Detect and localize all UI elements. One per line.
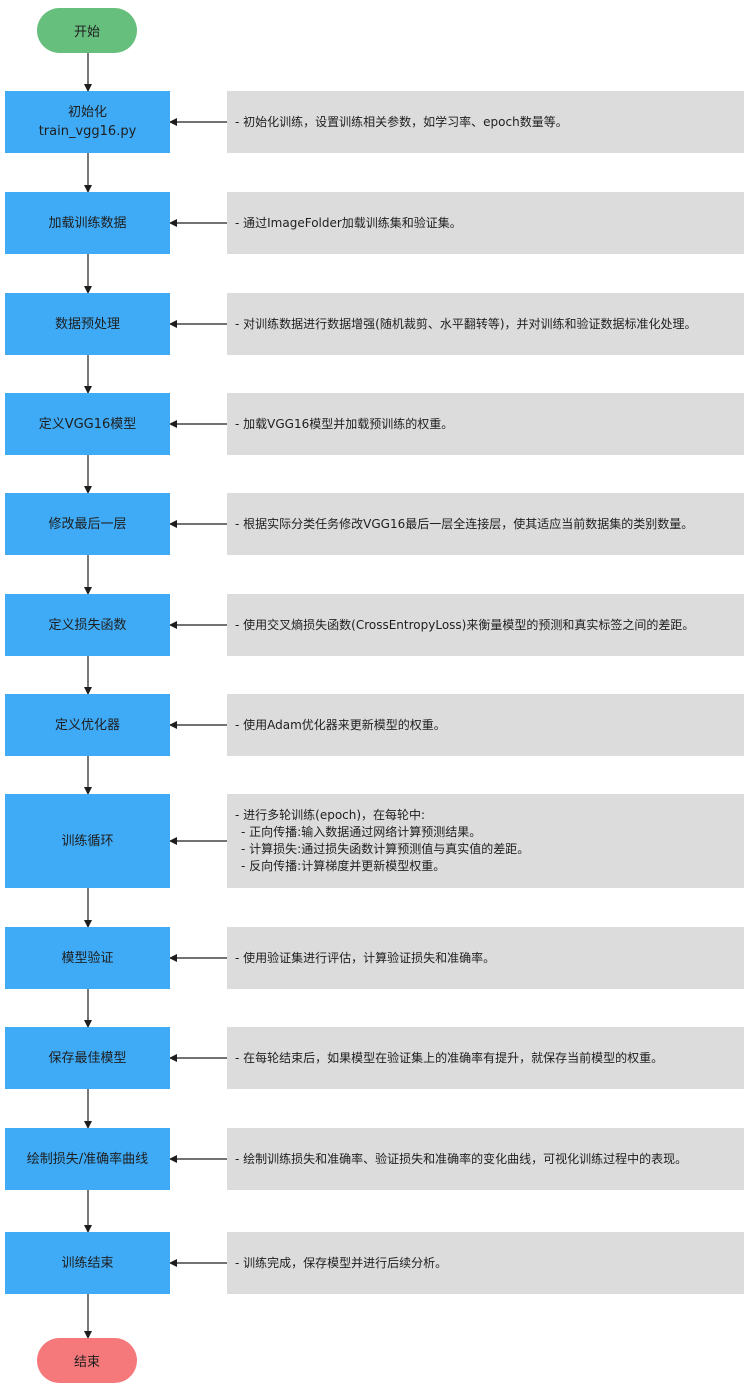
start-terminal: 开始 [37, 8, 137, 53]
step-box: 定义优化器 [5, 694, 170, 756]
step-sublabel: train_vgg16.py [38, 124, 137, 139]
end-terminal: 结束 [37, 1338, 137, 1383]
step-label: 修改最后一层 [48, 516, 127, 532]
step-box: 训练结束 [5, 1232, 170, 1294]
note-line: - 在每轮结束后，如果模型在验证集上的准确率有提升，就保存当前模型的权重。 [235, 1050, 664, 1065]
step-box: 修改最后一层 [5, 493, 170, 555]
step-box: 绘制损失/准确率曲线 [5, 1128, 170, 1190]
step-label: 训练循环 [61, 833, 114, 849]
step-note: - 使用交叉熵损失函数(CrossEntropyLoss)来衡量模型的预测和真实… [227, 594, 744, 656]
note-line: - 进行多轮训练(epoch)，在每轮中: [235, 808, 426, 822]
note-line: - 计算损失:通过损失函数计算预测值与真实值的差距。 [241, 842, 530, 856]
note-line: - 使用交叉熵损失函数(CrossEntropyLoss)来衡量模型的预测和真实… [235, 617, 695, 632]
step-box: 初始化 train_vgg16.py [5, 91, 170, 153]
step-note: - 根据实际分类任务修改VGG16最后一层全连接层，使其适应当前数据集的类别数量… [227, 493, 744, 555]
step-box: 保存最佳模型 [5, 1027, 170, 1089]
step-note: - 绘制训练损失和准确率、验证损失和准确率的变化曲线，可视化训练过程中的表现。 [227, 1128, 744, 1190]
step-note: - 训练完成，保存模型并进行后续分析。 [227, 1232, 744, 1294]
step-box: 训练循环 [5, 794, 170, 888]
step-label: 加载训练数据 [48, 215, 127, 231]
step-note: - 通过ImageFolder加载训练集和验证集。 [227, 192, 744, 254]
start-label: 开始 [73, 25, 100, 40]
note-line: - 初始化训练，设置训练相关参数，如学习率、epoch数量等。 [235, 114, 568, 129]
step-box: 定义损失函数 [5, 594, 170, 656]
note-line: - 绘制训练损失和准确率、验证损失和准确率的变化曲线，可视化训练过程中的表现。 [235, 1151, 688, 1166]
step-label: 模型验证 [61, 950, 114, 966]
step-label: 数据预处理 [54, 316, 120, 332]
step-box: 定义VGG16模型 [5, 393, 170, 455]
note-line: - 使用Adam优化器来更新模型的权重。 [235, 717, 446, 732]
step-label: 初始化 [67, 105, 107, 120]
step-note: - 使用验证集进行评估，计算验证损失和准确率。 [227, 927, 744, 989]
step-label: 定义VGG16模型 [38, 416, 137, 432]
step-note: - 进行多轮训练(epoch)，在每轮中: - 正向传播:输入数据通过网络计算预测… [227, 794, 744, 888]
step-label: 定义损失函数 [48, 617, 127, 633]
step-label: 绘制损失/准确率曲线 [26, 1151, 149, 1167]
step-note: - 对训练数据进行数据增强(随机裁剪、水平翻转等)，并对训练和验证数据标准化处理… [227, 293, 744, 355]
step-box: 加载训练数据 [5, 192, 170, 254]
note-line: - 训练完成，保存模型并进行后续分析。 [235, 1255, 448, 1270]
step-note: - 加载VGG16模型并加载预训练的权重。 [227, 393, 744, 455]
step-label: 定义优化器 [54, 717, 120, 733]
note-line: - 根据实际分类任务修改VGG16最后一层全连接层，使其适应当前数据集的类别数量… [235, 516, 694, 531]
step-note: - 初始化训练，设置训练相关参数，如学习率、epoch数量等。 [227, 91, 744, 153]
note-line: - 反向传播:计算梯度并更新模型权重。 [241, 859, 446, 873]
note-line: - 通过ImageFolder加载训练集和验证集。 [235, 215, 462, 230]
note-line: - 加载VGG16模型并加载预训练的权重。 [235, 416, 454, 431]
step-note: - 在每轮结束后，如果模型在验证集上的准确率有提升，就保存当前模型的权重。 [227, 1027, 744, 1089]
end-label: 结束 [73, 1355, 100, 1370]
step-note: - 使用Adam优化器来更新模型的权重。 [227, 694, 744, 756]
step-box: 模型验证 [5, 927, 170, 989]
step-label: 保存最佳模型 [48, 1050, 127, 1066]
step-box: 数据预处理 [5, 293, 170, 355]
step-label: 训练结束 [61, 1255, 114, 1271]
note-line: - 正向传播:输入数据通过网络计算预测结果。 [241, 825, 482, 839]
note-line: - 使用验证集进行评估，计算验证损失和准确率。 [235, 950, 496, 965]
note-line: - 对训练数据进行数据增强(随机裁剪、水平翻转等)，并对训练和验证数据标准化处理… [235, 316, 697, 331]
